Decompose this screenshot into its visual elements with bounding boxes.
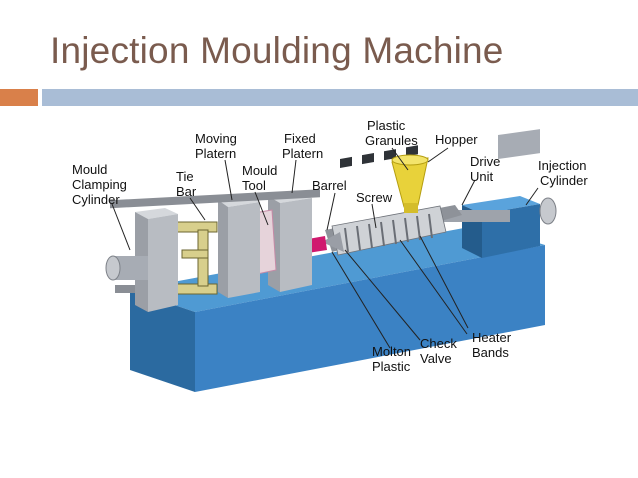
label-plastic-granules: Plastic Granules — [365, 118, 418, 148]
label-screw: Screw — [356, 190, 393, 205]
check-valve — [322, 232, 344, 252]
label-mould-clamping-cylinder: Mould Clamping Cylinder — [72, 162, 131, 207]
label-fixed-platern: Fixed Platern — [282, 131, 323, 161]
slide-title: Injection Moulding Machine — [50, 30, 504, 71]
label-hopper: Hopper — [435, 132, 478, 147]
label-injection-cylinder: Injection Cylinder — [538, 158, 590, 188]
heater-bands — [340, 145, 418, 169]
hopper — [391, 154, 429, 213]
label-tie-bar: Tie Bar — [176, 169, 197, 199]
label-moving-platern: Moving Platern — [195, 131, 241, 161]
title-accent-bar-blue — [42, 89, 638, 106]
label-molton-plastic: Molton Plastic — [372, 344, 415, 374]
mould-clamping-cylinder — [105, 255, 148, 281]
label-barrel: Barrel — [312, 178, 347, 193]
labels: Mould Clamping Cylinder Tie Bar Moving P… — [72, 118, 590, 374]
label-mould-tool: Mould Tool — [242, 163, 281, 193]
leader-lines — [111, 147, 539, 349]
label-check-valve: Check Valve — [420, 336, 460, 366]
label-drive-unit: Drive Unit — [470, 154, 504, 184]
moving-platern — [218, 196, 260, 298]
title-accent-bar-orange — [0, 89, 38, 106]
screw — [344, 213, 433, 253]
label-heater-bands: Heater Bands — [472, 330, 515, 360]
